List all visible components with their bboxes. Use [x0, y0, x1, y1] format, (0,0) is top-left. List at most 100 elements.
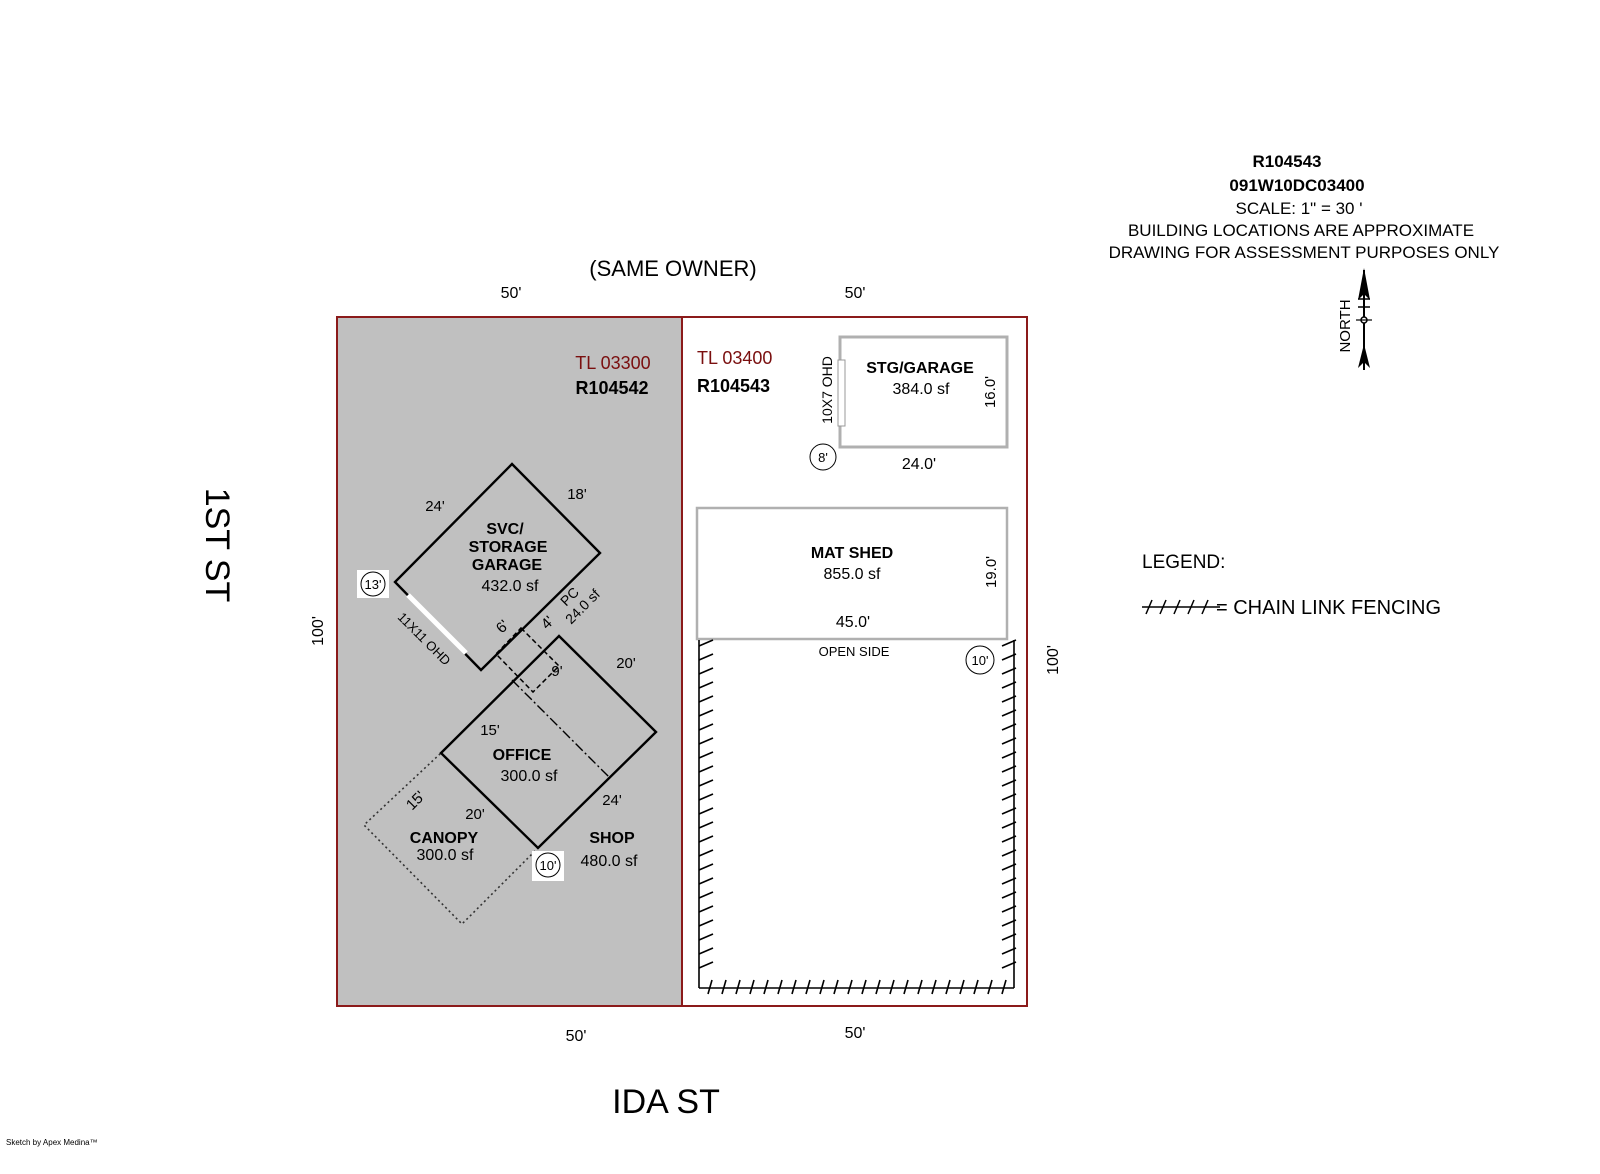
dim-top-right: 50' [845, 285, 866, 302]
stg-dim-16: 16.0' [982, 376, 999, 408]
mat-dim-19: 19.0' [983, 556, 1000, 588]
fence-tick [698, 849, 714, 857]
overhead-door [406, 593, 468, 655]
dim-bottom-right: 50' [845, 1025, 866, 1042]
fence-tick [1001, 891, 1017, 899]
canopy-height: 10' [540, 858, 557, 873]
office-shop-divider [511, 679, 610, 778]
fence-tick [1001, 863, 1017, 871]
dim-right: 100' [1045, 645, 1062, 675]
street-west: 1ST ST [198, 488, 236, 603]
shop-area: 480.0 sf [581, 853, 638, 870]
fence-tick [1001, 751, 1017, 759]
office-shop [439, 634, 658, 850]
svc-height-circle [360, 571, 386, 597]
fence-tick [1001, 765, 1017, 773]
fence-tick [1001, 793, 1017, 801]
fence-tick [1001, 835, 1017, 843]
fence-tick [1001, 737, 1017, 745]
fence-tick [698, 681, 714, 689]
sketch-credit: Sketch by Apex Medina™ [6, 1138, 98, 1147]
canopy-dim-20: 20' [465, 806, 485, 823]
fence-tick [1001, 667, 1017, 675]
fence-symbol-icon [1142, 599, 1220, 615]
fence-tick [1001, 681, 1017, 689]
svc-label-3: GARAGE [472, 557, 543, 574]
office-label: OFFICE [493, 747, 552, 764]
shop-label: SHOP [589, 830, 635, 847]
canopy-label: CANOPY [410, 830, 479, 847]
mat-height-circle [965, 645, 995, 675]
fence-tick [735, 979, 741, 995]
note-approximate: BUILDING LOCATIONS ARE APPROXIMATE [1128, 221, 1474, 240]
fence-tick [721, 979, 727, 995]
fence-tick [791, 979, 797, 995]
mat-label: MAT SHED [811, 545, 893, 562]
office-dim-9: 9' [551, 663, 562, 680]
fence-tick [698, 793, 714, 801]
fence-tick [1001, 779, 1017, 787]
r104542-label: R104542 [575, 378, 648, 398]
fence-tick [1001, 807, 1017, 815]
fence-tick [698, 695, 714, 703]
fence-tick [1001, 919, 1017, 927]
fence-tick [917, 979, 923, 995]
fence-tick [875, 979, 881, 995]
svc-dim-24: 24' [425, 498, 445, 515]
svc-dim-18: 18' [567, 486, 587, 503]
fence-tick [698, 919, 714, 927]
r104543-label: R104543 [697, 376, 770, 396]
fence-tick [698, 877, 714, 885]
fence-tick [698, 863, 714, 871]
fence-tick [903, 979, 909, 995]
fence-tick [763, 979, 769, 995]
fence-tick [698, 779, 714, 787]
fence-tick [931, 979, 937, 995]
fence-tick [959, 979, 965, 995]
fence-tick [698, 807, 714, 815]
tl-03300-label: TL 03300 [575, 353, 650, 373]
mat-shed [695, 506, 1009, 641]
stg-area: 384.0 sf [893, 381, 950, 398]
fence-tick [698, 765, 714, 773]
parcel-id: R104543 [1252, 152, 1321, 171]
canopy-area: 300.0 sf [417, 847, 474, 864]
mat-open-side: OPEN SIDE [819, 644, 890, 659]
stg-dim-24: 24.0' [902, 456, 936, 473]
mat-height: 10' [972, 653, 989, 668]
fence-tick [973, 979, 979, 995]
stg-label: STG/GARAGE [866, 360, 974, 377]
map-number: 091W10DC03400 [1229, 176, 1364, 195]
fence-tick [861, 979, 867, 995]
mat-area: 855.0 sf [824, 566, 881, 583]
mat-dim-45: 45.0' [836, 614, 870, 631]
fence-tick [1001, 877, 1017, 885]
fence-tick [698, 751, 714, 759]
fence-tick [1001, 695, 1017, 703]
chain-link-fence [698, 639, 1017, 995]
fence-tick [945, 979, 951, 995]
fence-tick [1001, 639, 1017, 647]
street-south: IDA ST [612, 1083, 720, 1121]
fence-tick [805, 979, 811, 995]
fence-tick [1001, 821, 1017, 829]
fence-tick [707, 979, 713, 995]
fence-tick [698, 709, 714, 717]
svc-area: 432.0 sf [482, 578, 539, 595]
svc-storage-garage [393, 462, 602, 672]
canopy-height-circle [535, 852, 561, 878]
fence-tick [698, 947, 714, 955]
fence-tick [698, 667, 714, 675]
fence-tick [987, 979, 993, 995]
fence-tick [1001, 979, 1007, 995]
fence-tick [698, 891, 714, 899]
note-assessment: DRAWING FOR ASSESSMENT PURPOSES ONLY [1109, 243, 1500, 262]
office-dim-15: 15' [480, 722, 500, 739]
fence-tick [698, 905, 714, 913]
fence-tick [833, 979, 839, 995]
stg-door [837, 359, 846, 427]
fence-tick [749, 979, 755, 995]
fence-tick [777, 979, 783, 995]
fence-tick [819, 979, 825, 995]
